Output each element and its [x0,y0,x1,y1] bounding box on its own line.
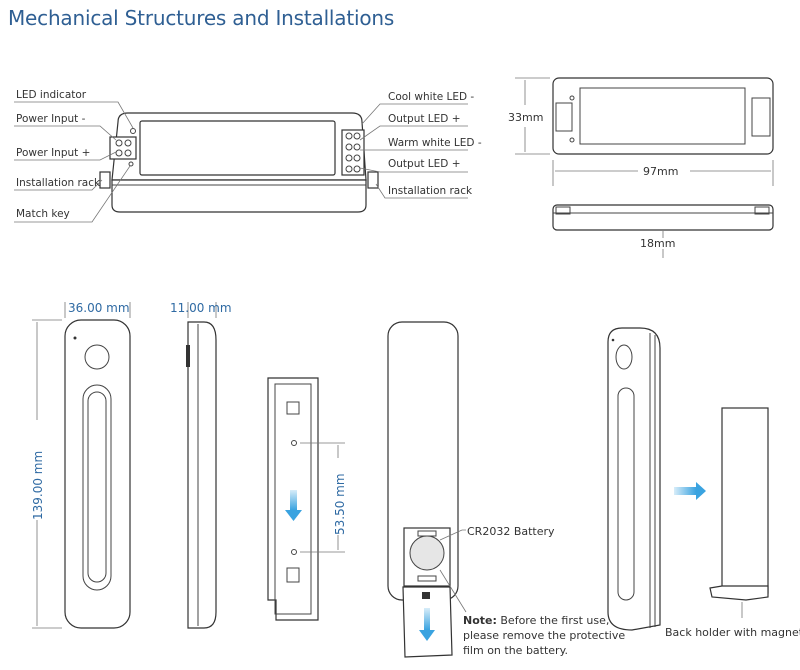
label-installation-rack-right: Installation rack [388,185,473,197]
controller-side-view [552,204,774,258]
dimension-remote-thickness: 11.00 mm [170,301,232,315]
remote-side-view [186,302,217,629]
controller-top-view [515,77,774,186]
battery-note-line-2: please remove the protective [463,629,625,642]
remote-front-view [32,302,131,629]
battery-label: CR2032 Battery [467,525,555,538]
label-cool-white-led: Cool white LED - [388,91,474,103]
page-title: Mechanical Structures and Installations [8,6,395,30]
label-power-input-minus: Power Input - [16,113,86,125]
remote-back-plate [267,377,345,621]
label-power-input-plus: Power Input + [16,147,90,159]
note-text-1: Before the first use, [500,614,609,627]
dimension-remote-width: 36.00 mm [68,301,130,315]
dimension-mount-spacing: 53.50 mm [333,473,347,535]
dimension-length: 97mm [643,165,678,178]
holder-label: Back holder with magnet [665,626,800,639]
battery-note-line-1: Note: Before the first use, [463,614,609,627]
dimension-height: 33mm [508,111,543,124]
remote-battery-view [387,321,467,658]
note-label: Note: [463,614,497,627]
label-match-key: Match key [16,208,70,220]
controller-drawing [14,101,468,223]
remote-holder-view [607,327,769,631]
battery-note-line-3: film on the battery. [463,644,568,657]
dimension-remote-height: 139.00 mm [31,451,45,520]
label-output-led-1: Output LED + [388,113,461,125]
label-warm-white-led: Warm white LED - [388,137,482,149]
label-output-led-2: Output LED + [388,158,461,170]
dimension-thickness: 18mm [640,237,675,250]
label-installation-rack-left: Installation rack [16,177,101,189]
label-led-indicator: LED indicator [16,89,87,101]
